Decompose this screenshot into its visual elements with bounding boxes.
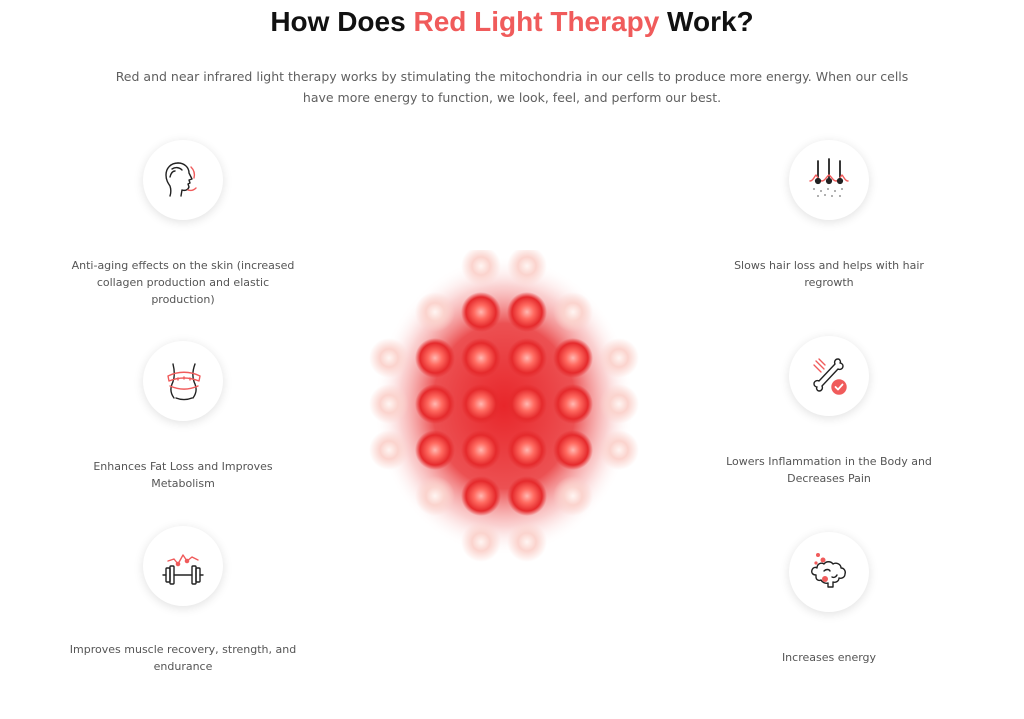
waist-measure-icon bbox=[167, 363, 201, 401]
benefit-fat-loss-text: Enhances Fat Loss and Improves Metabolis… bbox=[93, 460, 273, 490]
benefit-muscle: Improves muscle recovery, strength, and … bbox=[68, 526, 298, 675]
icon-circle bbox=[789, 336, 869, 416]
benefit-inflammation-text: Lowers Inflammation in the Body and Decr… bbox=[726, 455, 932, 485]
benefit-energy-text: Increases energy bbox=[781, 651, 877, 664]
led-dot bbox=[553, 430, 593, 470]
benefit-inflammation: Lowers Inflammation in the Body and Decr… bbox=[714, 336, 944, 487]
led-dot bbox=[599, 338, 639, 378]
led-dot bbox=[553, 338, 593, 378]
led-dot bbox=[461, 292, 501, 332]
dumbbell-icon bbox=[162, 554, 204, 585]
led-dot bbox=[553, 384, 593, 424]
led-dot bbox=[507, 522, 547, 562]
led-dot bbox=[461, 338, 501, 378]
face-profile-icon bbox=[165, 162, 197, 197]
hair-follicle-icon bbox=[809, 158, 849, 197]
led-dot bbox=[599, 430, 639, 470]
led-dot bbox=[507, 476, 547, 516]
title-accent: Red Light Therapy bbox=[413, 6, 660, 37]
title-part-1: How Does bbox=[270, 6, 414, 37]
benefit-hair-text: Slows hair loss and helps with hair regr… bbox=[734, 259, 924, 289]
led-dot bbox=[553, 292, 593, 332]
red-light-panel-image bbox=[368, 250, 640, 562]
led-dot bbox=[461, 250, 501, 286]
led-dot bbox=[415, 292, 455, 332]
led-dot bbox=[507, 338, 547, 378]
led-dot bbox=[461, 522, 501, 562]
icon-circle bbox=[789, 532, 869, 612]
benefit-anti-aging: Anti-aging effects on the skin (increase… bbox=[68, 140, 298, 308]
page-title: How Does Red Light Therapy Work? bbox=[0, 6, 1024, 38]
led-dot bbox=[369, 384, 409, 424]
led-dot bbox=[369, 338, 409, 378]
led-dot bbox=[461, 476, 501, 516]
led-dot bbox=[461, 430, 501, 470]
led-dot bbox=[415, 476, 455, 516]
led-dot bbox=[369, 430, 409, 470]
icon-circle bbox=[143, 140, 223, 220]
led-dot bbox=[415, 430, 455, 470]
led-dot bbox=[507, 292, 547, 332]
led-dot bbox=[599, 384, 639, 424]
icon-circle bbox=[143, 526, 223, 606]
led-dot bbox=[507, 384, 547, 424]
brain-energy-icon bbox=[811, 553, 846, 588]
icon-circle bbox=[143, 341, 223, 421]
icon-circle bbox=[789, 140, 869, 220]
led-array-graphic bbox=[369, 250, 639, 562]
led-dot bbox=[507, 250, 547, 286]
benefit-hair: Slows hair loss and helps with hair regr… bbox=[714, 140, 944, 291]
led-dot bbox=[553, 476, 593, 516]
title-part-2: Work? bbox=[659, 6, 754, 37]
led-dot bbox=[461, 384, 501, 424]
led-dot bbox=[415, 384, 455, 424]
benefit-muscle-text: Improves muscle recovery, strength, and … bbox=[69, 643, 297, 673]
led-dot bbox=[507, 430, 547, 470]
bone-check-icon bbox=[813, 358, 847, 395]
intro-paragraph: Red and near infrared light therapy work… bbox=[115, 69, 909, 105]
benefit-anti-aging-text: Anti-aging effects on the skin (increase… bbox=[71, 259, 295, 306]
led-dot bbox=[415, 338, 455, 378]
benefit-fat-loss: Enhances Fat Loss and Improves Metabolis… bbox=[68, 341, 298, 492]
benefit-energy: Increases energy bbox=[714, 532, 944, 666]
